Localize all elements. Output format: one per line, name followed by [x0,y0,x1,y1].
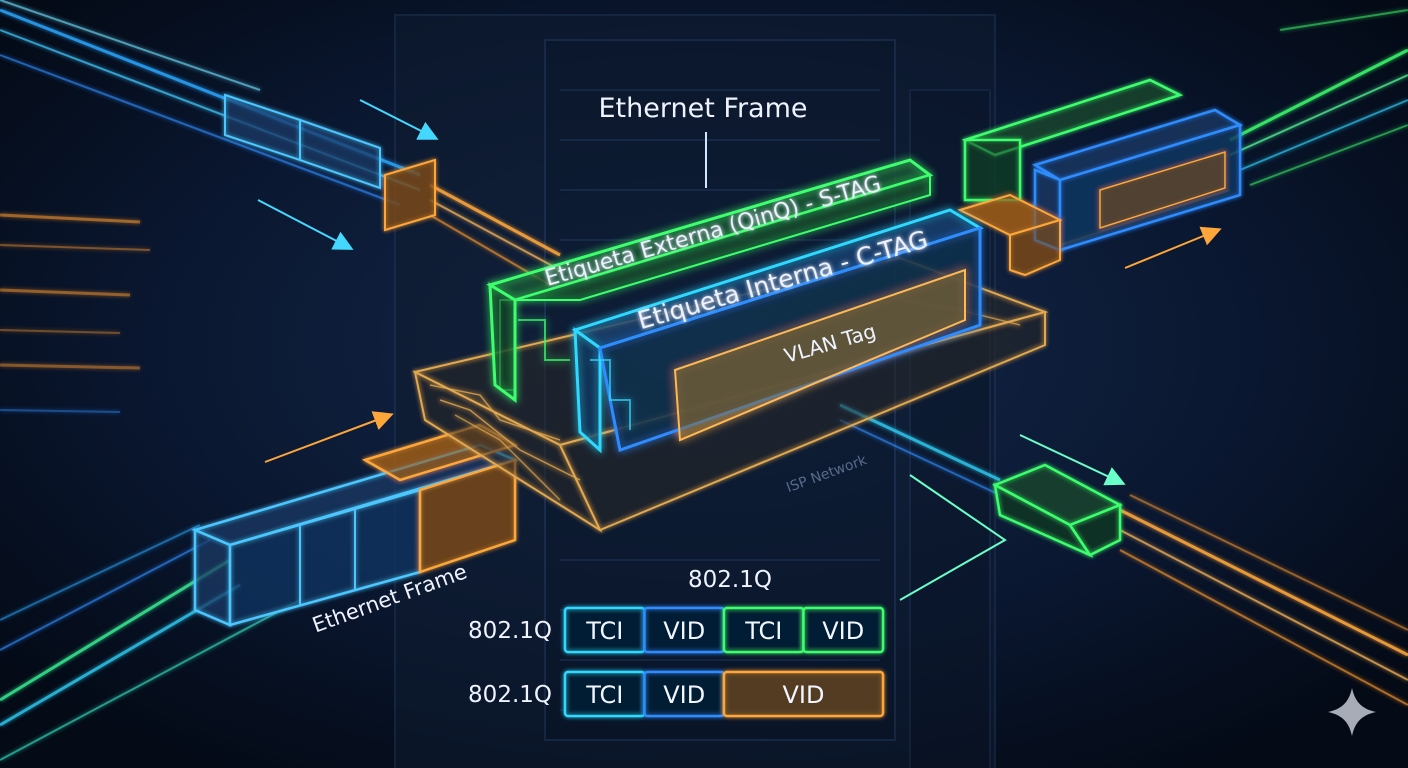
arrow-out-right [1124,226,1222,269]
table-row-label: 802.1Q [468,618,552,644]
table-cell-text: VID [663,617,705,645]
table-cell-text: TCI [585,617,623,645]
outer-tag-block [486,158,934,403]
callout-table [899,474,1007,601]
table-cell-text: VID [822,617,864,645]
table-cell-text: VID [783,681,825,709]
flow-arrows [257,99,1222,486]
frame-top-right [957,78,1244,277]
table-cell [722,670,885,718]
top-frame-label: Ethernet Frame [598,93,807,124]
callout-lines [705,132,1007,601]
table-row-label: 802.1Q [468,682,552,708]
arrow-in-mid [257,199,354,250]
sparkle-icon [1328,688,1376,736]
tag-tables: 802.1Q 802.1Q TCI VID TCI VID 802.1Q TCI VID VID [468,567,885,718]
frame-top-left [224,93,436,232]
table-cell-text: VID [663,681,705,709]
table-cell [802,606,885,654]
arrow-out-bottom [1019,434,1126,486]
frame-bottom-right [992,463,1123,558]
inner-tag-block [571,208,984,454]
arrow-in-bottom [264,411,394,463]
arrow-in-top [359,99,439,140]
tables-heading: 802.1Q [688,567,772,593]
table-cell-text: TCI [585,681,623,709]
table-cell-text: TCI [744,617,782,645]
